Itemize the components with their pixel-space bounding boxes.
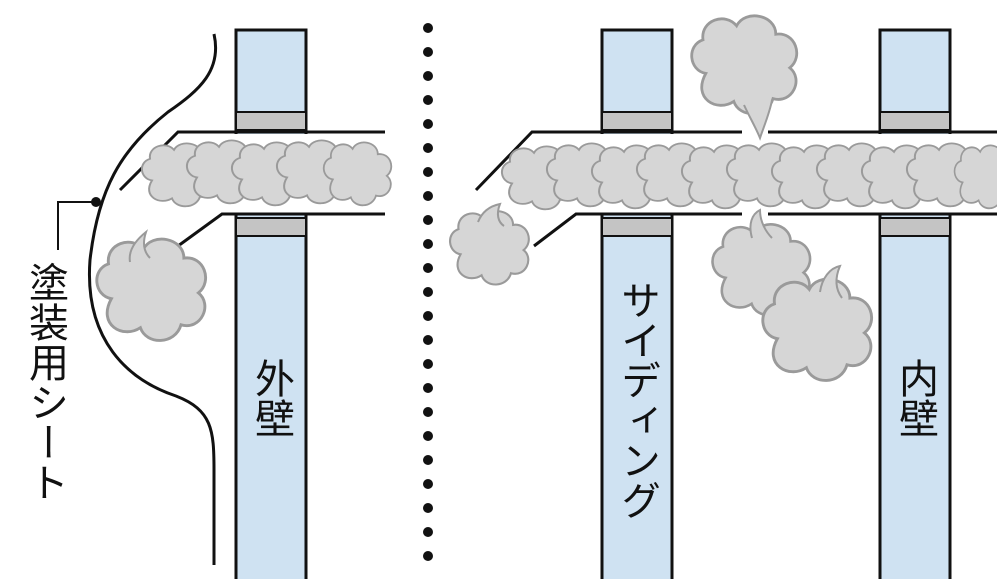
outer-wall-label: 外壁 [248, 358, 294, 438]
right-duct [474, 130, 997, 248]
coating-sheet [87, 33, 218, 565]
left-escaping-smoke [95, 229, 208, 342]
coating-sheet-leader-line [57, 201, 94, 250]
right-escaping-smoke [448, 14, 874, 382]
right-duct-smoke [500, 142, 997, 211]
coating-sheet-label: 塗装用シート [22, 262, 68, 502]
siding-label: サイディング [614, 280, 660, 520]
left-duct-smoke [140, 139, 393, 208]
inner-wall-label: 内壁 [892, 358, 938, 438]
panel-divider [423, 23, 433, 561]
left-duct [118, 130, 385, 248]
outer-wall [234, 28, 308, 579]
coating-sheet-pointer-dot [91, 197, 101, 207]
inner-wall [878, 28, 952, 579]
siding-wall [600, 28, 674, 579]
